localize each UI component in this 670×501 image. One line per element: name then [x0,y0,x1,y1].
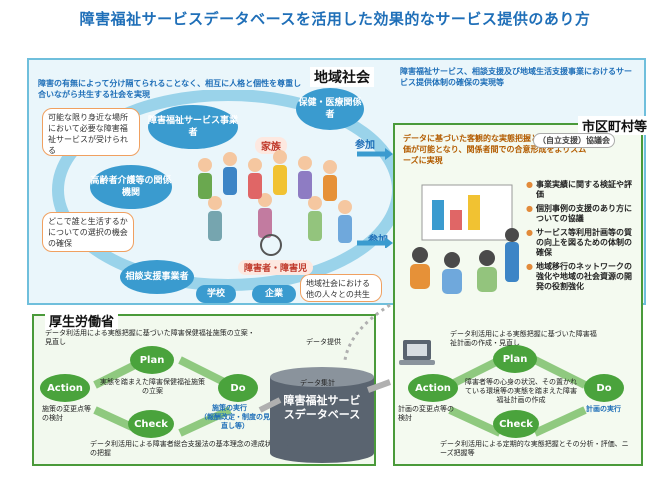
database-label: 障害福祉サービスデータベース [283,394,361,421]
municipal-plan-node: Plan [493,345,537,373]
mhlw-do-sub: （報酬改定・制度の見直し等） [200,413,270,430]
data-provide-label: データ提供 [306,338,341,346]
mhlw-do-node: Do [218,374,258,402]
bullet-item: サービス等利用計画等の質の向上を図るための体制の確保 [526,228,638,258]
school-bubble: 学校 [196,285,236,303]
data-flow-arrows [258,303,392,413]
municipal-do-node: Do [584,374,624,402]
community-note: 障害の有無によって分け隔てられることなく、相互に人格と個性を尊重し合いながら共生… [38,79,302,99]
municipal-center-note: 障害者等の心身の状況、その置かれている環境等の実態を踏まえた障害福祉計画の作成 [465,378,577,404]
mhlw-action-node: Action [40,374,90,402]
bullet-item: 個別事例の支援のあり方についての協議 [526,204,638,224]
municipal-action-note: 計画の変更点等の検討 [398,405,454,422]
municipal-plan-note: データ利活用による実態把握に基づいた障害福祉計画の作成・見直し [450,330,597,347]
database-cylinder [270,367,374,463]
municipal-check-note: データ利活用による定期的な実態把握とその分析・評価、ニーズ把握等 [440,440,629,457]
health-medical-bubble: 保健・医療関係者 [296,88,364,130]
consultation-bubble: 相談支援事業者 [120,260,194,294]
people-illustration [198,150,352,256]
mhlw-plan-note: データ利活用による実態把握に基づいた障害保健福祉施策の立案・見直し [45,329,255,346]
coexist-bubble: 地域社会における他の人々との共生 [300,274,382,302]
company-bubble: 企業 [252,285,296,303]
mhlw-center-note: 実態を踏まえた障害保健福祉施策の立案 [100,378,205,395]
data-aggregate-label: データ集計 [300,379,335,387]
choice-bubble: どこで誰と生活するかについての選択の機会の確保 [42,212,134,252]
participate-arrows [357,148,393,248]
council-label: （自立支援）協議会 [533,133,615,148]
elderly-care-bubble: 高齢者介護等の関係機関 [90,165,172,209]
municipal-pdca-arrows [448,356,587,437]
disabled-label: 障害者・障害児 [238,260,314,275]
mhlw-label: 厚生労働省 [45,311,119,330]
family-label: 家族 [255,137,287,154]
participate-top-label: 参加 [355,140,375,151]
municipal-do-note: 計画の実行 [586,405,621,413]
welfare-provider-bubble: 障害福祉サービス事業者 [148,105,238,149]
mhlw-check-node: Check [128,410,174,438]
municipal-label: 市区町村等 [578,116,652,135]
community-label: 地域社会 [310,67,374,87]
council-bullet-list: 事業実績に関する検証や評価 個別事例の支援のあり方についての協議 サービス等利用… [526,180,638,292]
municipal-data-note: データに基づいた客観的な実態把握とその検証・評価が可能となり、関係者間での合意形… [403,134,587,165]
municipal-check-node: Check [493,410,539,438]
bullet-item: 事業実績に関する検証や評価 [526,180,638,200]
meeting-illustration [410,184,519,294]
access-bubble: 可能な限り身近な場所において必要な障害福祉サービスが受けられる [42,108,140,156]
mhlw-check-note: データ利活用による障害者総合支援法の基本理念の達成状況の把握 [90,440,279,457]
municipal-top-note: 障害福祉サービス、相談支援及び地域生活支援事業におけるサービス提供体制の確保の実… [400,67,632,87]
municipal-action-node: Action [408,374,458,402]
laptop-icon [399,340,435,365]
bullet-item: 地域移行のネットワークの強化や地域の社会資源の開発の役割強化 [526,262,638,292]
mhlw-do-note: 施策の実行 [212,404,247,412]
mhlw-action-note: 施策の変更点等の検討 [42,405,91,422]
page-title: 障害福祉サービスデータベースを活用した効果的なサービス提供のあり方 [79,10,591,28]
mhlw-plan-node: Plan [130,346,174,374]
